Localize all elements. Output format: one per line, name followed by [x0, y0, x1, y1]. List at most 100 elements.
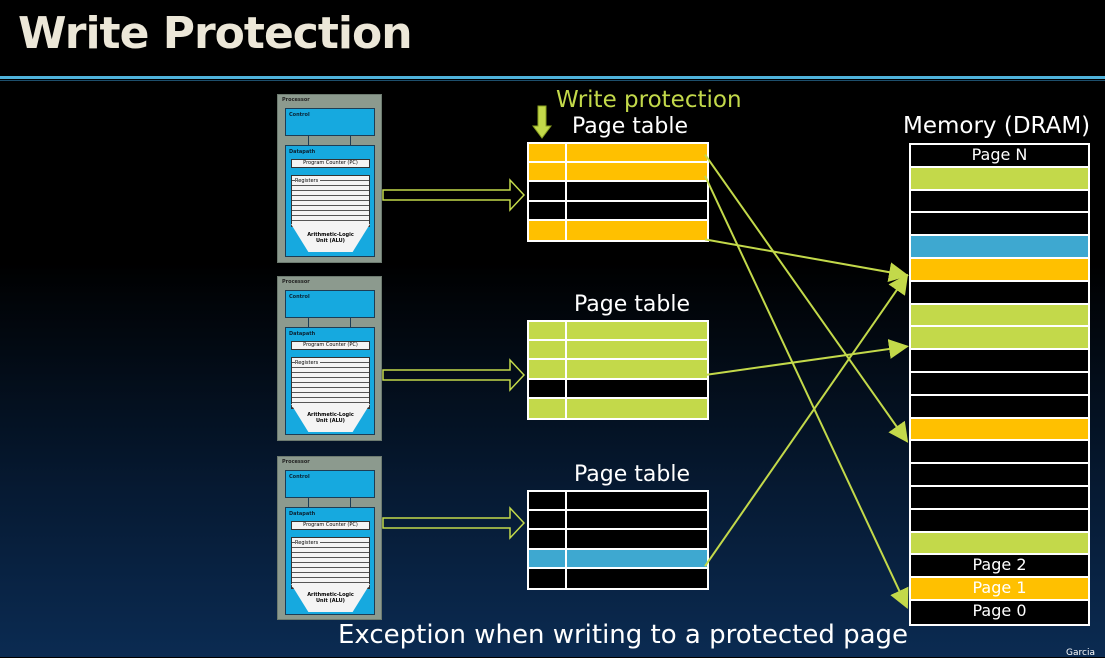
- control-arrow-down: [308, 135, 309, 145]
- datapath-label: Datapath: [289, 331, 316, 337]
- control-arrow-up: [350, 135, 351, 145]
- page-table-title-3: Page table: [574, 462, 690, 487]
- page-table-1: [527, 142, 709, 242]
- title-underline: [0, 76, 1105, 79]
- memory-page: [911, 213, 1088, 237]
- page-table-entry: [529, 341, 707, 361]
- alu-label-1: Arithmetic-Logic: [307, 232, 354, 238]
- protection-bit-divider: [565, 511, 567, 529]
- memory-page: [911, 304, 1088, 328]
- protection-bit-divider: [565, 341, 567, 359]
- program-counter: Program Counter (PC): [291, 521, 370, 530]
- page-table-entry: [529, 322, 707, 342]
- program-counter: Program Counter (PC): [291, 159, 370, 168]
- protection-bit-divider: [565, 530, 567, 548]
- control-label: Control: [289, 112, 310, 118]
- mapping-arrow: [704, 339, 909, 376]
- memory-page: Page 0: [911, 600, 1088, 624]
- alu-label-2: Unit (ALU): [316, 238, 345, 244]
- registers-label: Registers: [295, 178, 321, 184]
- protection-bit-divider: [565, 322, 567, 340]
- registers: Registers: [291, 357, 370, 409]
- page-table-title-1: Page table: [572, 114, 688, 139]
- registers: Registers: [291, 537, 370, 589]
- mapping-arrow: [704, 238, 909, 283]
- protection-bit-divider: [565, 492, 567, 510]
- memory-page: [911, 190, 1088, 214]
- protection-bit-divider: [565, 549, 567, 567]
- memory-page: [911, 395, 1088, 419]
- memory-page: Page 1: [911, 578, 1088, 601]
- page-table-3: [527, 490, 709, 590]
- memory-page: Page N: [911, 145, 1088, 168]
- page-table-entry: [529, 511, 707, 531]
- alu-label-2: Unit (ALU): [316, 598, 345, 604]
- control-arrow-down: [308, 317, 309, 327]
- memory-page: Page 2: [911, 555, 1088, 579]
- memory-page: [911, 418, 1088, 442]
- protection-bit-divider: [565, 568, 567, 588]
- alu-label-2: Unit (ALU): [316, 418, 345, 424]
- alu-label-1: Arithmetic-Logic: [307, 412, 354, 418]
- memory-page: [911, 372, 1088, 396]
- memory-page: [911, 167, 1088, 191]
- memory-page: [911, 350, 1088, 373]
- page-table-entry: [529, 220, 707, 240]
- control-unit: Control: [285, 470, 375, 498]
- memory-page: [911, 532, 1088, 556]
- processor-to-table-arrow-3: [382, 506, 526, 540]
- processor-to-table-arrow-2: [382, 358, 526, 392]
- exception-caption: Exception when writing to a protected pa…: [338, 620, 909, 650]
- page-table-entry: [529, 201, 707, 221]
- memory-page: [911, 486, 1088, 510]
- control-unit: Control: [285, 108, 375, 136]
- control-label: Control: [289, 474, 310, 480]
- page-table-entry: [529, 360, 707, 380]
- credit-text: Garcia: [1066, 648, 1095, 658]
- page-table-entry: [529, 398, 707, 418]
- page-table-entry: [529, 549, 707, 569]
- mapping-arrow: [704, 175, 909, 609]
- processor-label: Processor: [282, 97, 310, 103]
- page-table-entry: [529, 530, 707, 550]
- datapath-label: Datapath: [289, 149, 316, 155]
- registers: Registers: [291, 175, 370, 227]
- processor-2: Processor Control Datapath Program Count…: [277, 276, 382, 441]
- protection-bit-divider: [565, 201, 567, 219]
- page-table-entry: [529, 182, 707, 202]
- control-label: Control: [289, 294, 310, 300]
- page-table-2: [527, 320, 709, 420]
- memory-page: [911, 464, 1088, 487]
- control-arrow-up: [350, 497, 351, 507]
- protection-bit-divider: [565, 360, 567, 378]
- memory-page: [911, 327, 1088, 351]
- page-table-entry: [529, 568, 707, 588]
- page-table-entry: [529, 379, 707, 399]
- slide-title: Write Protection: [18, 8, 413, 59]
- page-table-entry: [529, 144, 707, 164]
- control-arrow-up: [350, 317, 351, 327]
- program-counter: Program Counter (PC): [291, 341, 370, 350]
- protection-bit-divider: [565, 379, 567, 397]
- memory-page: [911, 281, 1088, 305]
- memory-page: [911, 236, 1088, 259]
- control-unit: Control: [285, 290, 375, 318]
- processor-3: Processor Control Datapath Program Count…: [277, 456, 382, 620]
- title-underline-shadow: [0, 80, 1105, 81]
- page-table-title-2: Page table: [574, 292, 690, 317]
- protection-bit-divider: [565, 144, 567, 162]
- control-arrow-down: [308, 497, 309, 507]
- memory-page: [911, 509, 1088, 533]
- processor-to-table-arrow-1: [382, 178, 526, 212]
- alu-label-1: Arithmetic-Logic: [307, 592, 354, 598]
- protection-bit-divider: [565, 220, 567, 240]
- registers-label: Registers: [295, 540, 321, 546]
- processor-label: Processor: [282, 279, 310, 285]
- mapping-arrow: [704, 273, 909, 567]
- datapath-label: Datapath: [289, 511, 316, 517]
- datapath: Datapath Program Counter (PC) Registers …: [285, 145, 375, 257]
- datapath: Datapath Program Counter (PC) Registers …: [285, 507, 375, 615]
- page-table-entry: [529, 163, 707, 183]
